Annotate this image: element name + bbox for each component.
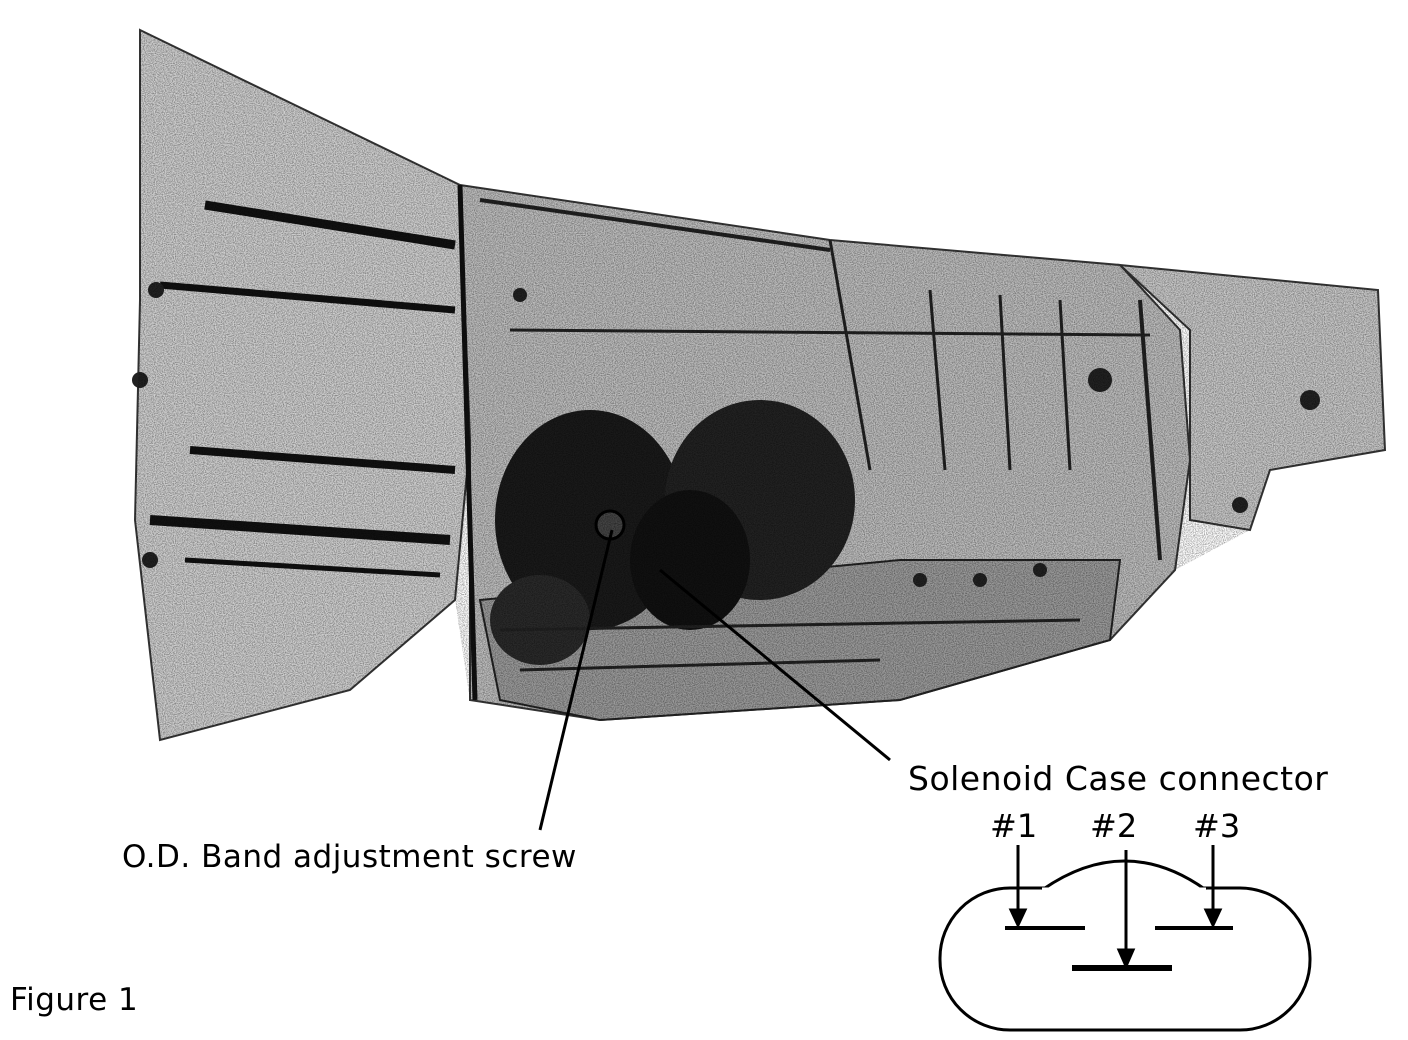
photo-grain (135, 30, 1385, 740)
figure-caption: Figure 1 (10, 982, 139, 1018)
pin-3-label: #3 (1193, 807, 1241, 845)
arrow-1 (1008, 908, 1028, 929)
solenoid-connector-label: Solenoid Case connector (908, 759, 1329, 798)
solenoid-connector-diagram (938, 845, 1312, 1032)
pin-1-label: #1 (990, 807, 1038, 845)
od-band-leader (538, 529, 614, 831)
arrow-2 (1116, 948, 1136, 970)
leader-lines (538, 529, 891, 831)
solenoid-leader (659, 568, 891, 762)
arrow-3 (1203, 908, 1223, 929)
transmission-photo (132, 28, 1387, 742)
pin-2-label: #2 (1090, 807, 1138, 845)
od-band-label: O.D. Band adjustment screw (122, 839, 577, 875)
connector-key (1041, 859, 1207, 892)
